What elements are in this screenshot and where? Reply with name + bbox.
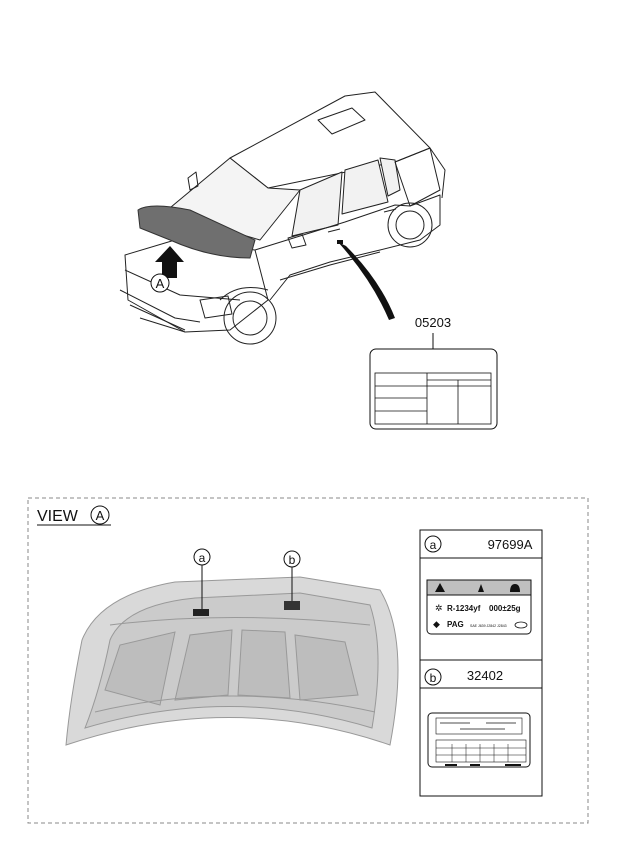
flame-icon	[478, 584, 484, 592]
svg-text:a: a	[430, 538, 437, 552]
part-number-97699a: 97699A	[488, 537, 533, 552]
legend-row-b-header: b 32402	[424, 668, 503, 686]
person-icon	[510, 584, 520, 592]
svg-text:A: A	[156, 276, 165, 291]
svg-text:b: b	[430, 671, 437, 685]
hood-highlight	[137, 205, 256, 259]
svg-text:000±25g: 000±25g	[489, 604, 521, 613]
svg-text:PAG: PAG	[447, 620, 464, 629]
view-a-frame	[27, 497, 589, 824]
svg-text:VIEW: VIEW	[37, 508, 79, 525]
gear-icon: ✲	[435, 603, 443, 613]
legend-row-a-header: a 97699A	[424, 535, 533, 553]
hood-underside	[65, 576, 399, 746]
marker-b: b	[283, 550, 301, 610]
emission-label-drawing	[427, 712, 531, 768]
warning-triangle-icon	[435, 583, 445, 592]
oil-can-icon: ◆	[433, 619, 440, 629]
part-number-05203: 05203	[415, 315, 451, 330]
hood-arrow	[155, 246, 184, 278]
marker-a: a	[193, 548, 211, 616]
svg-text:b: b	[289, 553, 296, 567]
svg-text:A: A	[96, 508, 105, 523]
part-number-32402: 32402	[467, 668, 503, 683]
tire-label-drawing	[369, 348, 498, 430]
door-label-leader	[338, 242, 395, 320]
svg-text:a: a	[199, 551, 206, 565]
view-a-title: VIEW A	[37, 505, 111, 526]
refrigerant-label-drawing: ✲ R-1234yf 000±25g ◆ PAG SAE J639 J2842 …	[426, 579, 532, 635]
door-label-spot	[337, 240, 343, 244]
svg-text:SAE J639 J2842 J2843: SAE J639 J2842 J2843	[470, 624, 507, 628]
callout-circle-a: A	[150, 273, 170, 293]
svg-text:R-1234yf: R-1234yf	[447, 604, 481, 613]
